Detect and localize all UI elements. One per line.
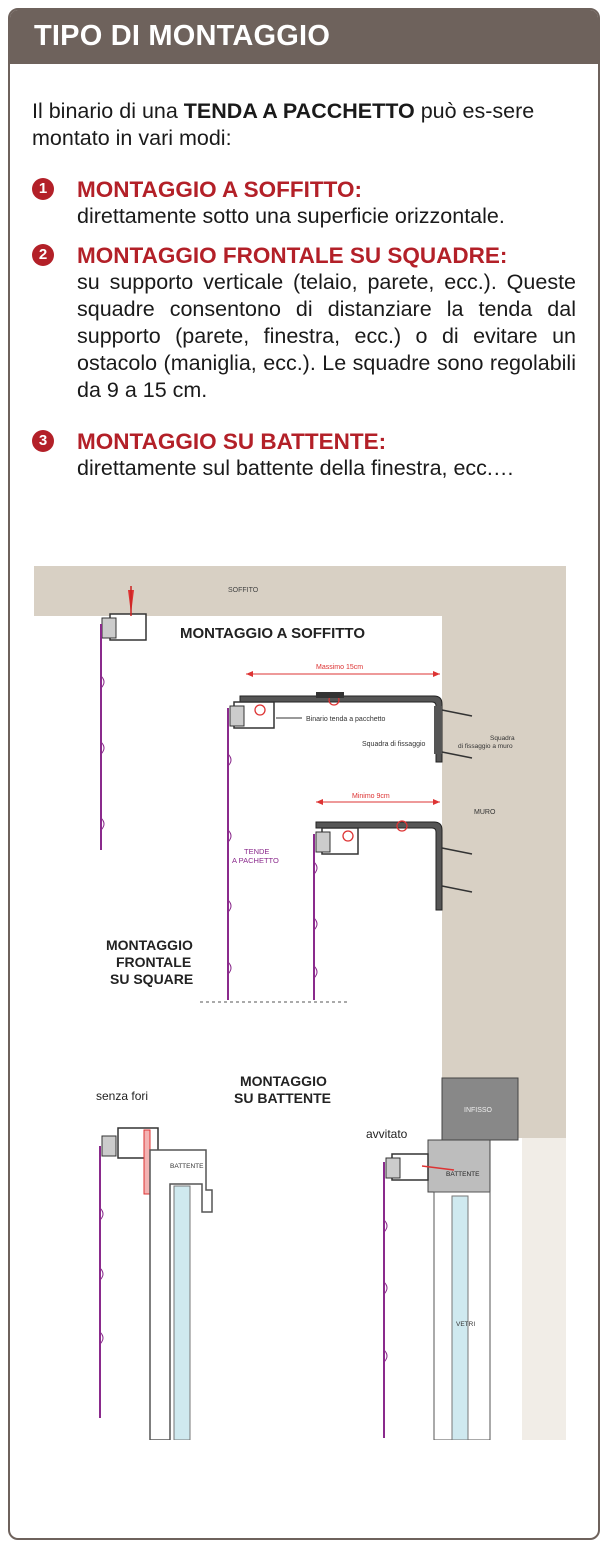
front-mount-bracket-small: [315, 820, 473, 911]
right-sash-mount: INFISSO BATTENTE VETRI: [385, 1077, 519, 1440]
ceiling-mount-title: MONTAGGIO A SOFFITTO: [180, 625, 365, 642]
front-mount-title-2: FRONTALE: [116, 954, 191, 970]
sash-label-right: BATTENTE: [446, 1171, 480, 1178]
card-title: TIPO DI MONTAGGIO: [34, 20, 331, 52]
ceiling-mount-bracket: [101, 586, 147, 641]
item-heading: MONTAGGIO SU BATTENTE:: [77, 429, 387, 454]
left-sash-mount: BATTENTE: [101, 1127, 213, 1440]
item-front-mount: 2 MONTAGGIO FRONTALE SU SQUADRE: su supp…: [32, 242, 576, 404]
curtain-label-1: TENDE: [244, 847, 269, 856]
card-header: TIPO DI MONTAGGIO: [10, 10, 598, 64]
intro-prefix: Il binario di una: [32, 99, 184, 123]
screwed-label: avvitato: [366, 1127, 408, 1141]
curtain-label-2: A PACHETTO: [232, 856, 279, 865]
item-text: su supporto verticale (telaio, parete, e…: [77, 270, 576, 402]
no-holes-label: senza fori: [96, 1089, 148, 1103]
intro-suffix: può es-sere montato in vari modi:: [32, 99, 535, 150]
min-distance-label: Minimo 9cm: [352, 793, 390, 800]
squadra-fissaggio-label: Squadra di fissaggio: [362, 741, 426, 748]
item-ceiling-mount: 1 MONTAGGIO A SOFFITTO: direttamente sot…: [32, 176, 576, 230]
intro-text: Il binario di una TENDA A PACCHETTO può …: [32, 98, 572, 152]
item-text: direttamente sotto una superficie orizzo…: [77, 204, 505, 228]
sash-mount-title-2: SU BATTENTE: [234, 1090, 331, 1106]
intro-bold: TENDA A PACCHETTO: [183, 99, 415, 123]
muro-label: MURO: [474, 809, 496, 816]
max-distance-label: Massimo 15cm: [316, 664, 363, 671]
soffito-label: SOFFITO: [228, 587, 259, 594]
frame-label: INFISSO: [464, 1107, 493, 1114]
wall-bracket-label-2: di fissaggio a muro: [458, 743, 513, 750]
lower-wall: [522, 1138, 566, 1440]
wall-bracket-label-1: Squadra: [490, 735, 515, 742]
front-mount-title-1: MONTAGGIO: [106, 937, 193, 953]
item-number-badge: 1: [32, 178, 54, 200]
item-number-badge: 3: [32, 430, 54, 452]
front-mount-bracket-large: [229, 692, 473, 763]
item-heading: MONTAGGIO FRONTALE SU SQUADRE:: [77, 243, 508, 268]
item-sash-mount: 3 MONTAGGIO SU BATTENTE: direttamente su…: [32, 428, 576, 482]
rail-label: Binario tenda a pacchetto: [306, 716, 385, 723]
item-text: direttamente sul battente della finestra…: [77, 456, 515, 480]
glass-label: VETRI: [456, 1321, 475, 1328]
front-mount-title-3: SU SQUARE: [110, 971, 193, 987]
sash-label-left: BATTENTE: [170, 1163, 204, 1170]
mounting-diagram: SOFFITO MONTAGGIO A SOFFITTO Massimo 15c…: [34, 566, 566, 1440]
item-number-badge: 2: [32, 244, 54, 266]
mounting-type-card: TIPO DI MONTAGGIO Il binario di una TEND…: [8, 8, 600, 1540]
sash-mount-title-1: MONTAGGIO: [240, 1073, 327, 1089]
item-heading: MONTAGGIO A SOFFITTO:: [77, 177, 362, 202]
